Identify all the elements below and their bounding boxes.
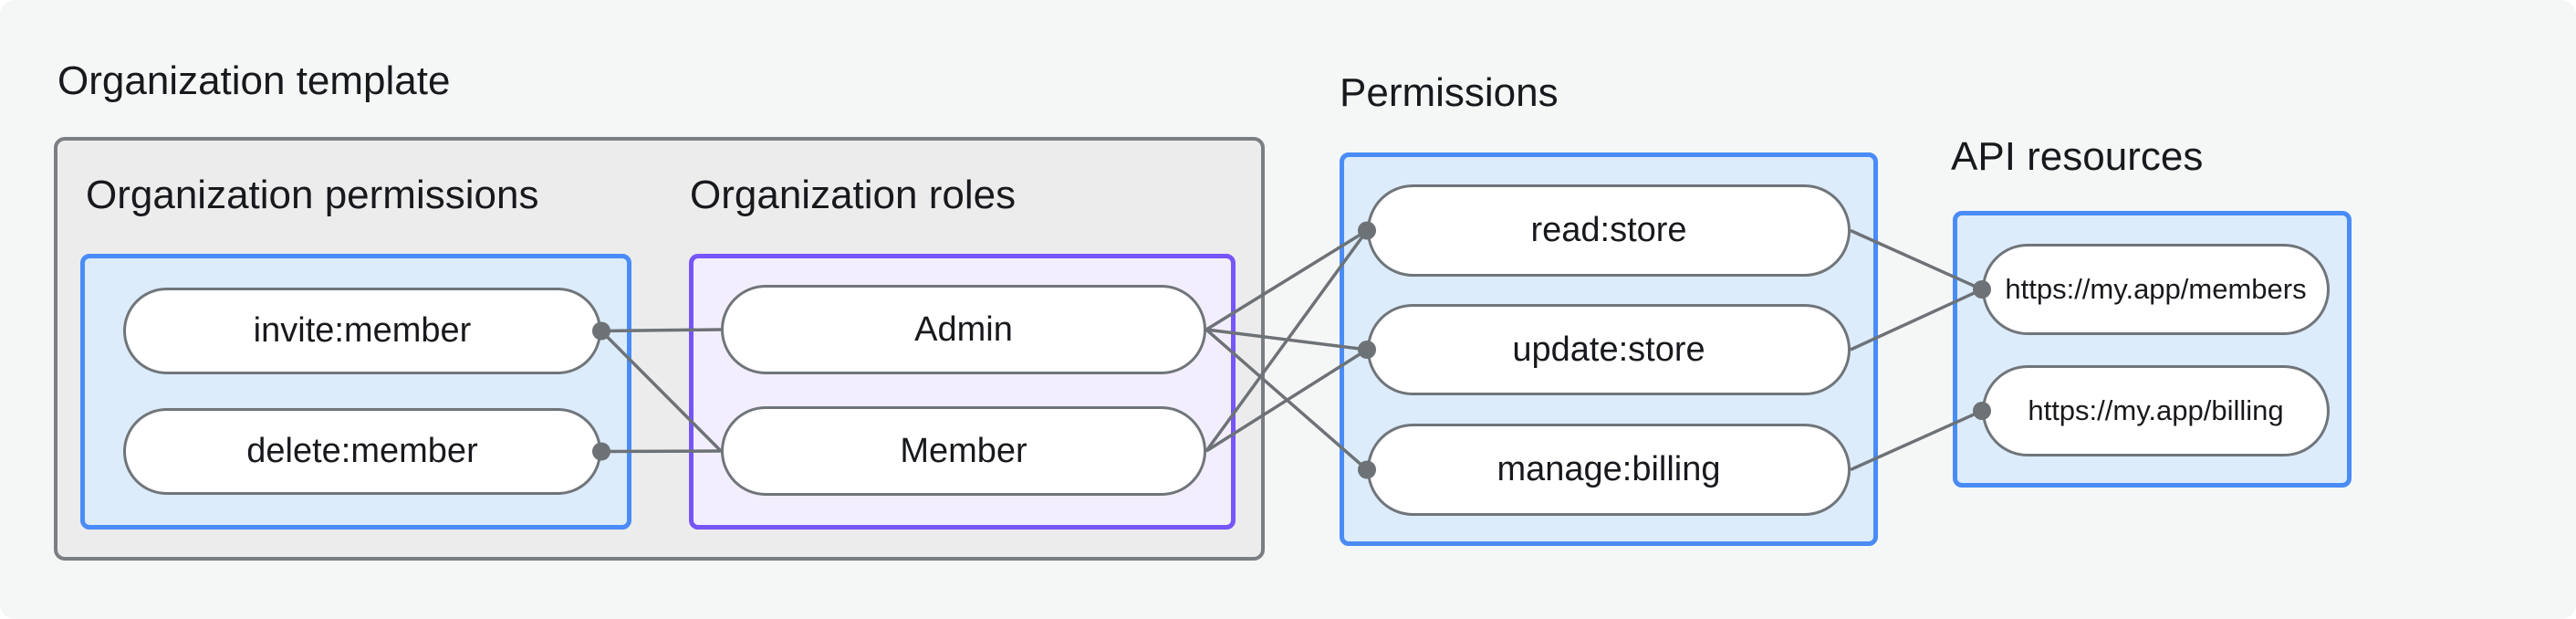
node-api-billing-url: https://my.app/billing [1982, 365, 2330, 456]
node-admin-role: Admin [721, 285, 1206, 374]
node-delete-member: delete:member [123, 408, 601, 495]
org-permissions-box: invite:member delete:member [80, 254, 631, 530]
org-roles-box: Admin Member [689, 254, 1236, 530]
api-resources-heading: API resources [1951, 134, 2204, 179]
node-read-store: read:store [1367, 184, 1851, 277]
node-update-store: update:store [1367, 304, 1851, 395]
node-invite-member: invite:member [123, 288, 601, 374]
node-api-members-url: https://my.app/members [1982, 244, 2330, 335]
org-roles-heading: Organization roles [690, 173, 1017, 217]
node-member-role: Member [721, 406, 1206, 496]
permissions-heading: Permissions [1340, 70, 1559, 115]
permissions-box: read:store update:store manage:billing [1340, 152, 1878, 546]
api-resources-box: https://my.app/members https://my.app/bi… [1953, 211, 2352, 488]
org-permissions-heading: Organization permissions [86, 173, 539, 217]
node-manage-billing: manage:billing [1367, 424, 1851, 516]
org-template-heading: Organization template [57, 58, 451, 103]
